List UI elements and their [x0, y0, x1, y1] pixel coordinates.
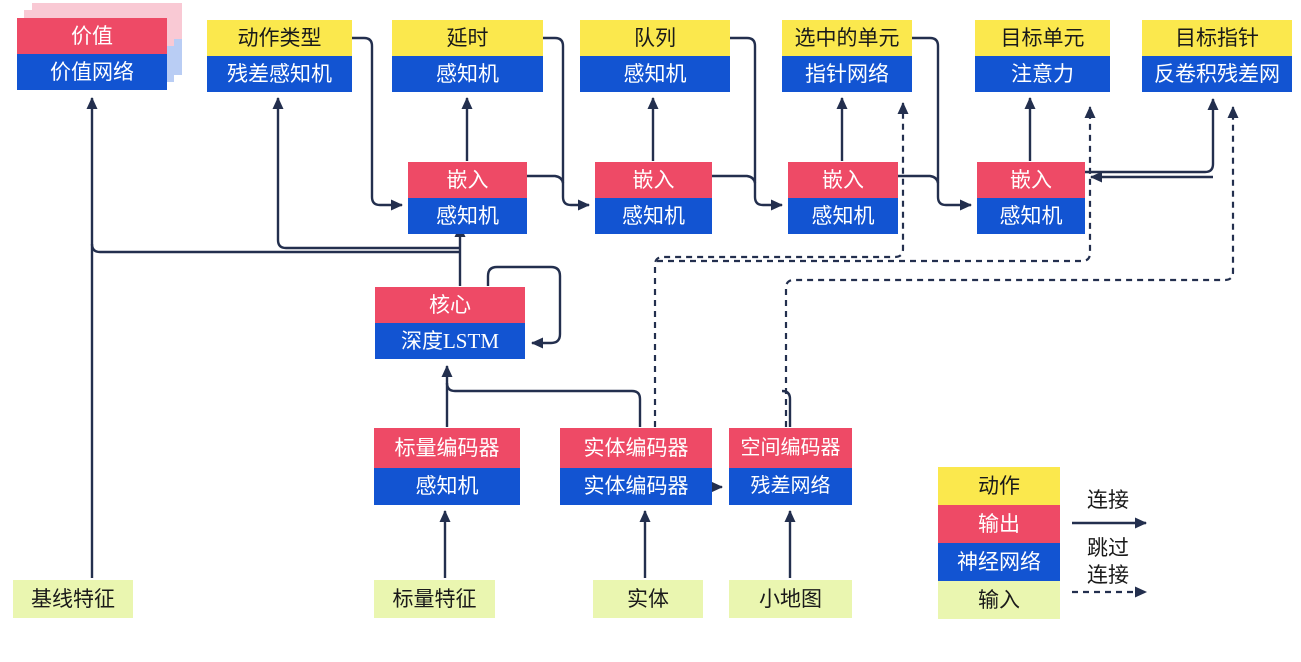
legend-skip-label-line1: 跳过: [1087, 536, 1129, 560]
node-core-network: 深度LSTM: [375, 323, 525, 359]
node-scalar-encoder: 标量编码器 感知机: [374, 428, 520, 505]
edge-embedding3-out: [898, 174, 940, 184]
skip-entity-to-selected: [653, 102, 909, 427]
node-delay-network: 感知机: [392, 56, 543, 92]
node-spatial-encoder-network: 残差网络: [729, 468, 852, 505]
node-embedding-1-network: 感知机: [408, 198, 527, 234]
node-embedding-4-network: 感知机: [977, 198, 1085, 234]
node-value: 价值 价值网络: [17, 18, 167, 90]
node-scalar-features: 标量特征: [374, 580, 495, 618]
node-value-title: 价值: [17, 18, 167, 54]
node-selected-units-title: 选中的单元: [782, 20, 912, 56]
node-value-network: 价值网络: [17, 54, 167, 90]
node-spatial-encoder-title: 空间编码器: [729, 428, 852, 468]
legend-action-swatch: 动作: [938, 467, 1060, 505]
edge-selected-to-embedding4: [912, 36, 972, 211]
node-embedding-2-network: 感知机: [595, 198, 712, 234]
node-target-unit: 目标单元 注意力: [975, 20, 1110, 92]
edge-actiontype-to-embedding1: [352, 36, 403, 211]
node-entity-input: 实体: [593, 580, 703, 618]
node-core-title: 核心: [375, 287, 525, 323]
skip-entity-to-targetunit: [657, 106, 1096, 263]
node-entity-encoder-title: 实体编码器: [560, 428, 712, 468]
node-scalar-encoder-title: 标量编码器: [374, 428, 520, 468]
node-action-type: 动作类型 残差感知机: [207, 20, 352, 92]
node-embedding-4-title: 嵌入: [977, 162, 1085, 198]
legend-output-swatch: 输出: [938, 505, 1060, 543]
node-delay: 延时 感知机: [392, 20, 543, 92]
node-embedding-4: 嵌入 感知机: [977, 162, 1085, 234]
node-baseline-features: 基线特征: [13, 580, 133, 618]
edge-spatialencoder-to-core: [781, 389, 792, 427]
node-core: 核心 深度LSTM: [375, 287, 525, 359]
node-scalar-encoder-network: 感知机: [374, 468, 520, 505]
legend-color-key: 动作 输出 神经网络 输入: [938, 467, 1060, 619]
node-entity-encoder: 实体编码器 实体编码器: [560, 428, 712, 505]
skip-spatial-to-targetpointer: [784, 106, 1239, 427]
node-embedding-1: 嵌入 感知机: [408, 162, 527, 234]
edge-embedding2-out: [712, 174, 757, 184]
node-spatial-encoder: 空间编码器 残差网络: [729, 428, 852, 505]
edge-embedding1-out: [527, 174, 565, 184]
edge-embedding4-to-targetpointer: [1085, 98, 1219, 174]
node-embedding-2-title: 嵌入: [595, 162, 712, 198]
node-embedding-3: 嵌入 感知机: [788, 162, 898, 234]
legend-input-swatch: 输入: [938, 581, 1060, 619]
node-target-pointer: 目标指针 反卷积残差网: [1142, 20, 1292, 92]
legend-skip-label-line2: 连接: [1087, 563, 1129, 587]
node-queue-network: 感知机: [580, 56, 730, 92]
edge-core-branch-to-value: [90, 243, 460, 254]
node-action-type-title: 动作类型: [207, 20, 352, 56]
node-delay-title: 延时: [392, 20, 543, 56]
node-minimap-input: 小地图: [729, 580, 852, 618]
node-target-unit-title: 目标单元: [975, 20, 1110, 56]
node-embedding-1-title: 嵌入: [408, 162, 527, 198]
node-embedding-3-title: 嵌入: [788, 162, 898, 198]
node-target-pointer-title: 目标指针: [1142, 20, 1292, 56]
node-embedding-2: 嵌入 感知机: [595, 162, 712, 234]
node-selected-units-network: 指针网络: [782, 56, 912, 92]
edge-core-to-actiontype: [272, 97, 460, 250]
node-queue-title: 队列: [580, 20, 730, 56]
node-selected-units: 选中的单元 指针网络: [782, 20, 912, 92]
node-target-pointer-network: 反卷积残差网: [1142, 56, 1292, 92]
edge-delay-to-embedding2: [543, 36, 590, 211]
node-action-type-network: 残差感知机: [207, 56, 352, 92]
node-queue: 队列 感知机: [580, 20, 730, 92]
edge-queue-to-embedding3: [730, 36, 783, 211]
node-target-unit-network: 注意力: [975, 56, 1110, 92]
legend-network-swatch: 神经网络: [938, 543, 1060, 581]
edge-entityencoder-to-core: [445, 382, 642, 427]
legend-connection-label: 连接: [1087, 488, 1129, 512]
node-embedding-3-network: 感知机: [788, 198, 898, 234]
node-entity-encoder-network: 实体编码器: [560, 468, 712, 505]
edge-core-self-loop: [486, 265, 562, 349]
